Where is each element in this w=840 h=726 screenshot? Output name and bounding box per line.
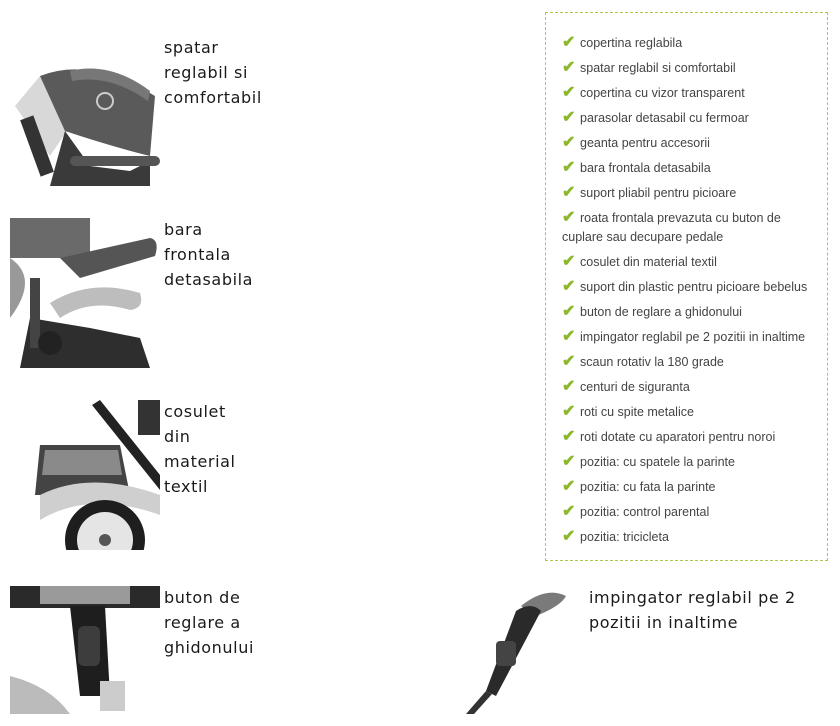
checklist-item-label: roti cu spite metalice <box>580 405 694 419</box>
basket-image <box>10 400 160 550</box>
checklist-item-label: cosulet din material textil <box>580 255 717 269</box>
checklist-item-label: pozitia: control parental <box>580 505 710 519</box>
checklist-item: ✔ centuri de siguranta <box>562 377 817 397</box>
checklist-item: ✔ pozitia: tricicleta <box>562 527 817 547</box>
feature-title: cosulet din material textil <box>164 402 236 496</box>
checklist-item-label: suport pliabil pentru picioare <box>580 186 737 200</box>
checklist-item: ✔ bara frontala detasabila <box>562 158 817 178</box>
checklist-item-label: pozitia: cu spatele la parinte <box>580 455 735 469</box>
checklist-item-label: spatar reglabil si comfortabil <box>580 61 736 75</box>
checklist-item-label: bara frontala detasabila <box>580 161 711 175</box>
checklist-item: ✔ copertina cu vizor transparent <box>562 83 817 103</box>
checkmark-icon: ✔ <box>562 378 576 395</box>
handle-button-image <box>10 586 160 714</box>
checklist-item-label: roata frontala prevazuta cu buton de cup… <box>562 211 781 244</box>
checkmark-icon: ✔ <box>562 209 576 226</box>
checkmark-icon: ✔ <box>562 328 576 345</box>
checklist-item: ✔roata frontala prevazuta cu buton de cu… <box>562 208 817 247</box>
checklist-item: ✔ spatar reglabil si comfortabil <box>562 58 817 78</box>
feature-title: buton de reglare a ghidonului <box>164 588 254 657</box>
checklist-item: ✔ parasolar detasabil cu fermoar <box>562 108 817 128</box>
front-bar-image <box>10 218 160 368</box>
checklist-item-label: parasolar detasabil cu fermoar <box>580 111 749 125</box>
checklist-item: ✔ impingator reglabil pe 2 pozitii in ina… <box>562 327 817 347</box>
feature-title: spatar reglabil si comfortabil <box>164 38 262 107</box>
checklist-item-label: buton de reglare a ghidonului <box>580 305 742 319</box>
checklist-item: ✔ cosulet din material textil <box>562 252 817 272</box>
checkmark-icon: ✔ <box>562 478 576 495</box>
checklist-items: ✔ copertina reglabila ✔ spatar reglabil si … <box>546 13 827 547</box>
checklist-item-label: pozitia: cu fata la parinte <box>580 480 716 494</box>
checkmark-icon: ✔ <box>562 184 576 201</box>
checklist-item: ✔ pozitia: control parental <box>562 502 817 522</box>
checkmark-icon: ✔ <box>562 134 576 151</box>
checkmark-icon: ✔ <box>562 84 576 101</box>
checkmark-icon: ✔ <box>562 503 576 520</box>
checklist-item-label: centuri de siguranta <box>580 380 690 394</box>
checklist-item: ✔ roti cu spite metalice <box>562 402 817 422</box>
checkmark-icon: ✔ <box>562 428 576 445</box>
checkmark-icon: ✔ <box>562 159 576 176</box>
checklist-item: ✔ roti dotate cu aparatori pentru noroi <box>562 427 817 447</box>
checklist-item: ✔ suport din plastic pentru picioare bebe… <box>562 277 817 297</box>
feature-title: impingator reglabil pe 2 pozitii in inal… <box>589 588 796 632</box>
checklist-item: ✔ copertina reglabila <box>562 33 817 53</box>
checkmark-icon: ✔ <box>562 303 576 320</box>
feature-title: bara frontala detasabila <box>164 220 254 289</box>
checkmark-icon: ✔ <box>562 528 576 545</box>
checklist-item: ✔ buton de reglare a ghidonului <box>562 302 817 322</box>
feature-checklist: ✔ copertina reglabila ✔ spatar reglabil si … <box>545 12 828 561</box>
checkmark-icon: ✔ <box>562 403 576 420</box>
push-handle-image <box>436 586 586 714</box>
checkmark-icon: ✔ <box>562 278 576 295</box>
checklist-item: ✔ scaun rotativ la 180 grade <box>562 352 817 372</box>
checklist-item: ✔ pozitia: cu fata la parinte <box>562 477 817 497</box>
checkmark-icon: ✔ <box>562 353 576 370</box>
checkmark-icon: ✔ <box>562 253 576 270</box>
checklist-item-label: copertina reglabila <box>580 36 683 50</box>
backrest-image <box>10 36 160 186</box>
checklist-item-label: impingator reglabil pe 2 pozitii in inal… <box>580 330 806 344</box>
checklist-item: ✔ geanta pentru accesorii <box>562 133 817 153</box>
checklist-item: ✔ suport pliabil pentru picioare <box>562 183 817 203</box>
checklist-item-label: roti dotate cu aparatori pentru noroi <box>580 430 776 444</box>
checklist-item-label: scaun rotativ la 180 grade <box>580 355 724 369</box>
checklist-item-label: geanta pentru accesorii <box>580 136 710 150</box>
checklist-item: ✔ pozitia: cu spatele la parinte <box>562 452 817 472</box>
checkmark-icon: ✔ <box>562 109 576 126</box>
checkmark-icon: ✔ <box>562 59 576 76</box>
checkmark-icon: ✔ <box>562 34 576 51</box>
checkmark-icon: ✔ <box>562 453 576 470</box>
checklist-item-label: suport din plastic pentru picioare bebel… <box>580 280 808 294</box>
checklist-item-label: pozitia: tricicleta <box>580 530 669 544</box>
checklist-item-label: copertina cu vizor transparent <box>580 86 745 100</box>
